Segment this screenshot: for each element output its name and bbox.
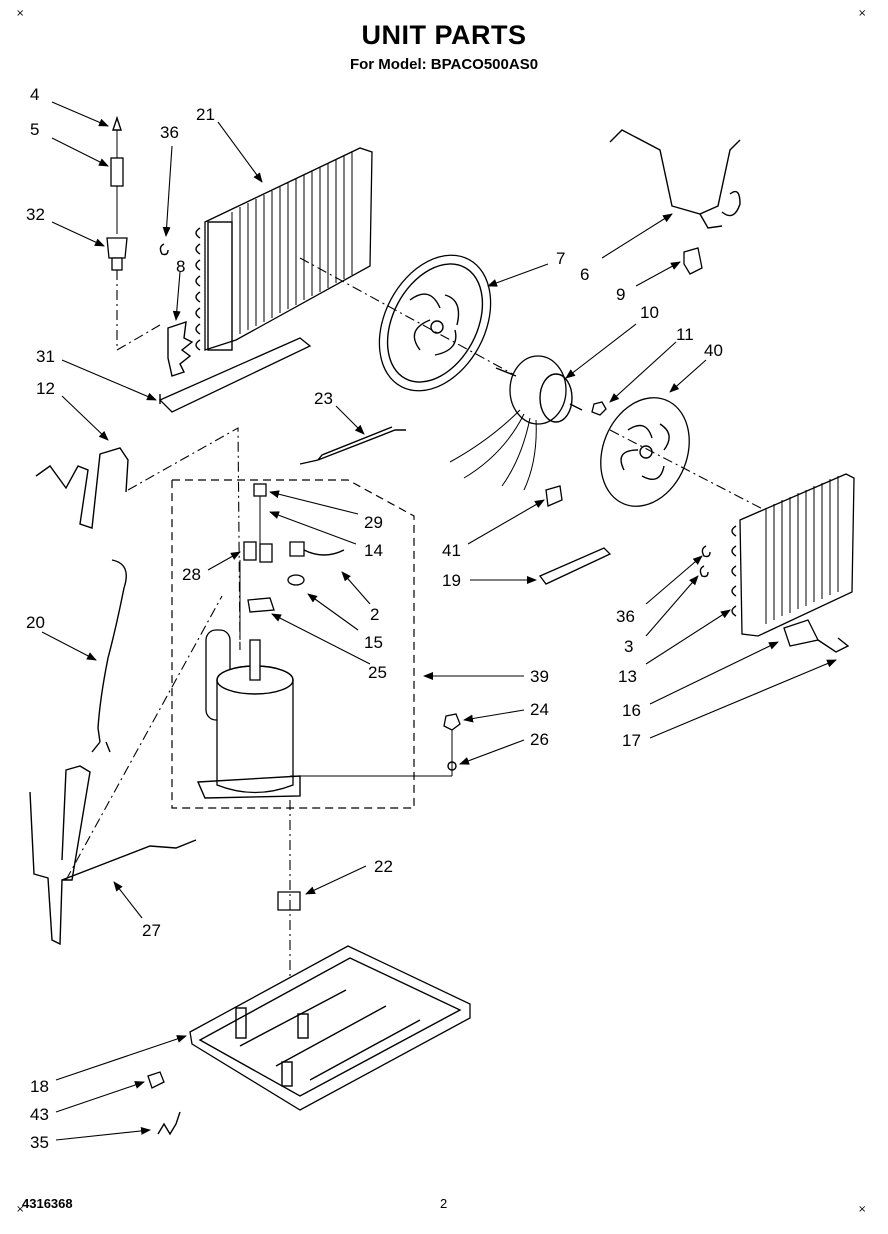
callout-25: 25	[368, 663, 387, 682]
callout-8: 8	[176, 257, 185, 276]
part-25-compressor	[196, 560, 301, 799]
part-43-screw	[147, 1071, 165, 1089]
callout-14: 14	[364, 541, 383, 560]
part-10-fan-motor	[449, 355, 583, 491]
axis-line-upper	[299, 257, 521, 379]
callout-26: 26	[530, 730, 549, 749]
part-2-grommet	[287, 574, 305, 586]
callout-13: 13	[618, 667, 637, 686]
callout-31: 31	[36, 347, 55, 366]
part-11-nut	[591, 401, 607, 416]
corner-mark-bottom-right: ×	[858, 1204, 867, 1215]
leader-lines	[41, 101, 837, 1141]
part-14-lead	[303, 549, 345, 556]
part-4-cap	[112, 115, 122, 158]
callout-6: 6	[580, 265, 589, 284]
callout-40: 40	[704, 341, 723, 360]
callout-29: 29	[364, 513, 383, 532]
callout-3: 3	[624, 637, 633, 656]
callout-23: 23	[314, 389, 333, 408]
part-22-mount	[277, 891, 301, 911]
part-29-nut	[253, 483, 267, 497]
callout-21: 21	[196, 105, 215, 124]
part-18-base-pan	[189, 945, 471, 1111]
part-15-terminal-cover	[247, 597, 275, 613]
callout-39: 39	[530, 667, 549, 686]
part-21-condenser-coil	[195, 147, 373, 351]
page-number: 2	[440, 1196, 448, 1211]
axis-line-lower	[609, 429, 781, 519]
callout-36: 36	[160, 123, 179, 142]
corner-mark-top-right: ×	[858, 8, 867, 19]
part-14-overload	[289, 541, 305, 557]
callout-15: 15	[364, 633, 383, 652]
part-28-boot	[243, 541, 273, 563]
part-39-assembly-outline	[171, 479, 415, 809]
callout-12: 12	[36, 379, 55, 398]
part-27-tube	[29, 765, 197, 946]
part-35-clip	[157, 1111, 181, 1136]
part-16-bracket	[783, 619, 819, 647]
callout-labels: 4 5 32 36 21 8 31 12 7 6 9 10 11 40 23 2…	[26, 85, 723, 1152]
part-12-tube	[35, 447, 129, 529]
part-5-fitting	[110, 157, 124, 234]
callout-32: 32	[26, 205, 45, 224]
callout-2: 2	[370, 605, 379, 624]
callout-11: 11	[676, 325, 694, 344]
part-26-washer	[447, 761, 457, 771]
callout-28: 28	[182, 565, 201, 584]
callout-43: 43	[30, 1105, 49, 1124]
part-19-strap	[538, 547, 612, 585]
part-32-valve	[106, 237, 128, 350]
tube-path-27	[65, 595, 223, 881]
callout-9: 9	[616, 285, 625, 304]
callout-17: 17	[622, 731, 641, 750]
part-6-tube	[609, 129, 741, 229]
part-23-sensor	[299, 426, 406, 465]
callout-27: 27	[142, 921, 161, 940]
part-8-bracket	[167, 320, 194, 377]
part-36-clip-upper	[159, 243, 169, 256]
part-3-clip	[699, 565, 709, 578]
callout-35: 35	[30, 1133, 49, 1152]
callout-10: 10	[640, 303, 659, 322]
callout-5: 5	[30, 120, 39, 139]
callout-4: 4	[30, 85, 39, 104]
part-7-fan-shroud	[378, 254, 492, 392]
callout-16: 16	[622, 701, 641, 720]
part-41-clip	[545, 485, 563, 507]
callout-19: 19	[442, 571, 461, 590]
part-31-tray	[158, 337, 312, 413]
callout-20: 20	[26, 613, 45, 632]
callout-41: 41	[442, 541, 461, 560]
corner-mark-top-left: ×	[16, 8, 25, 19]
part-24-nut	[443, 713, 461, 731]
callout-36-lower: 36	[616, 607, 635, 626]
callout-22: 22	[374, 857, 393, 876]
part-9-clip	[683, 247, 703, 275]
callout-18: 18	[30, 1077, 49, 1096]
part-13-evaporator-coil	[731, 473, 855, 637]
part-20-harness	[91, 559, 127, 753]
document-number: 4316368	[22, 1196, 73, 1211]
tube-path-4-to-8	[116, 324, 161, 351]
page-title: UNIT PARTS	[361, 20, 527, 50]
part-17-bracket	[817, 637, 850, 653]
part-36-clip-lower	[701, 545, 711, 558]
model-subtitle: For Model: BPACO500AS0	[349, 56, 539, 73]
callout-7: 7	[556, 249, 565, 268]
callout-24: 24	[530, 700, 549, 719]
tube-path-12	[127, 427, 241, 651]
corner-mark-bottom-left: ×	[16, 1204, 25, 1215]
